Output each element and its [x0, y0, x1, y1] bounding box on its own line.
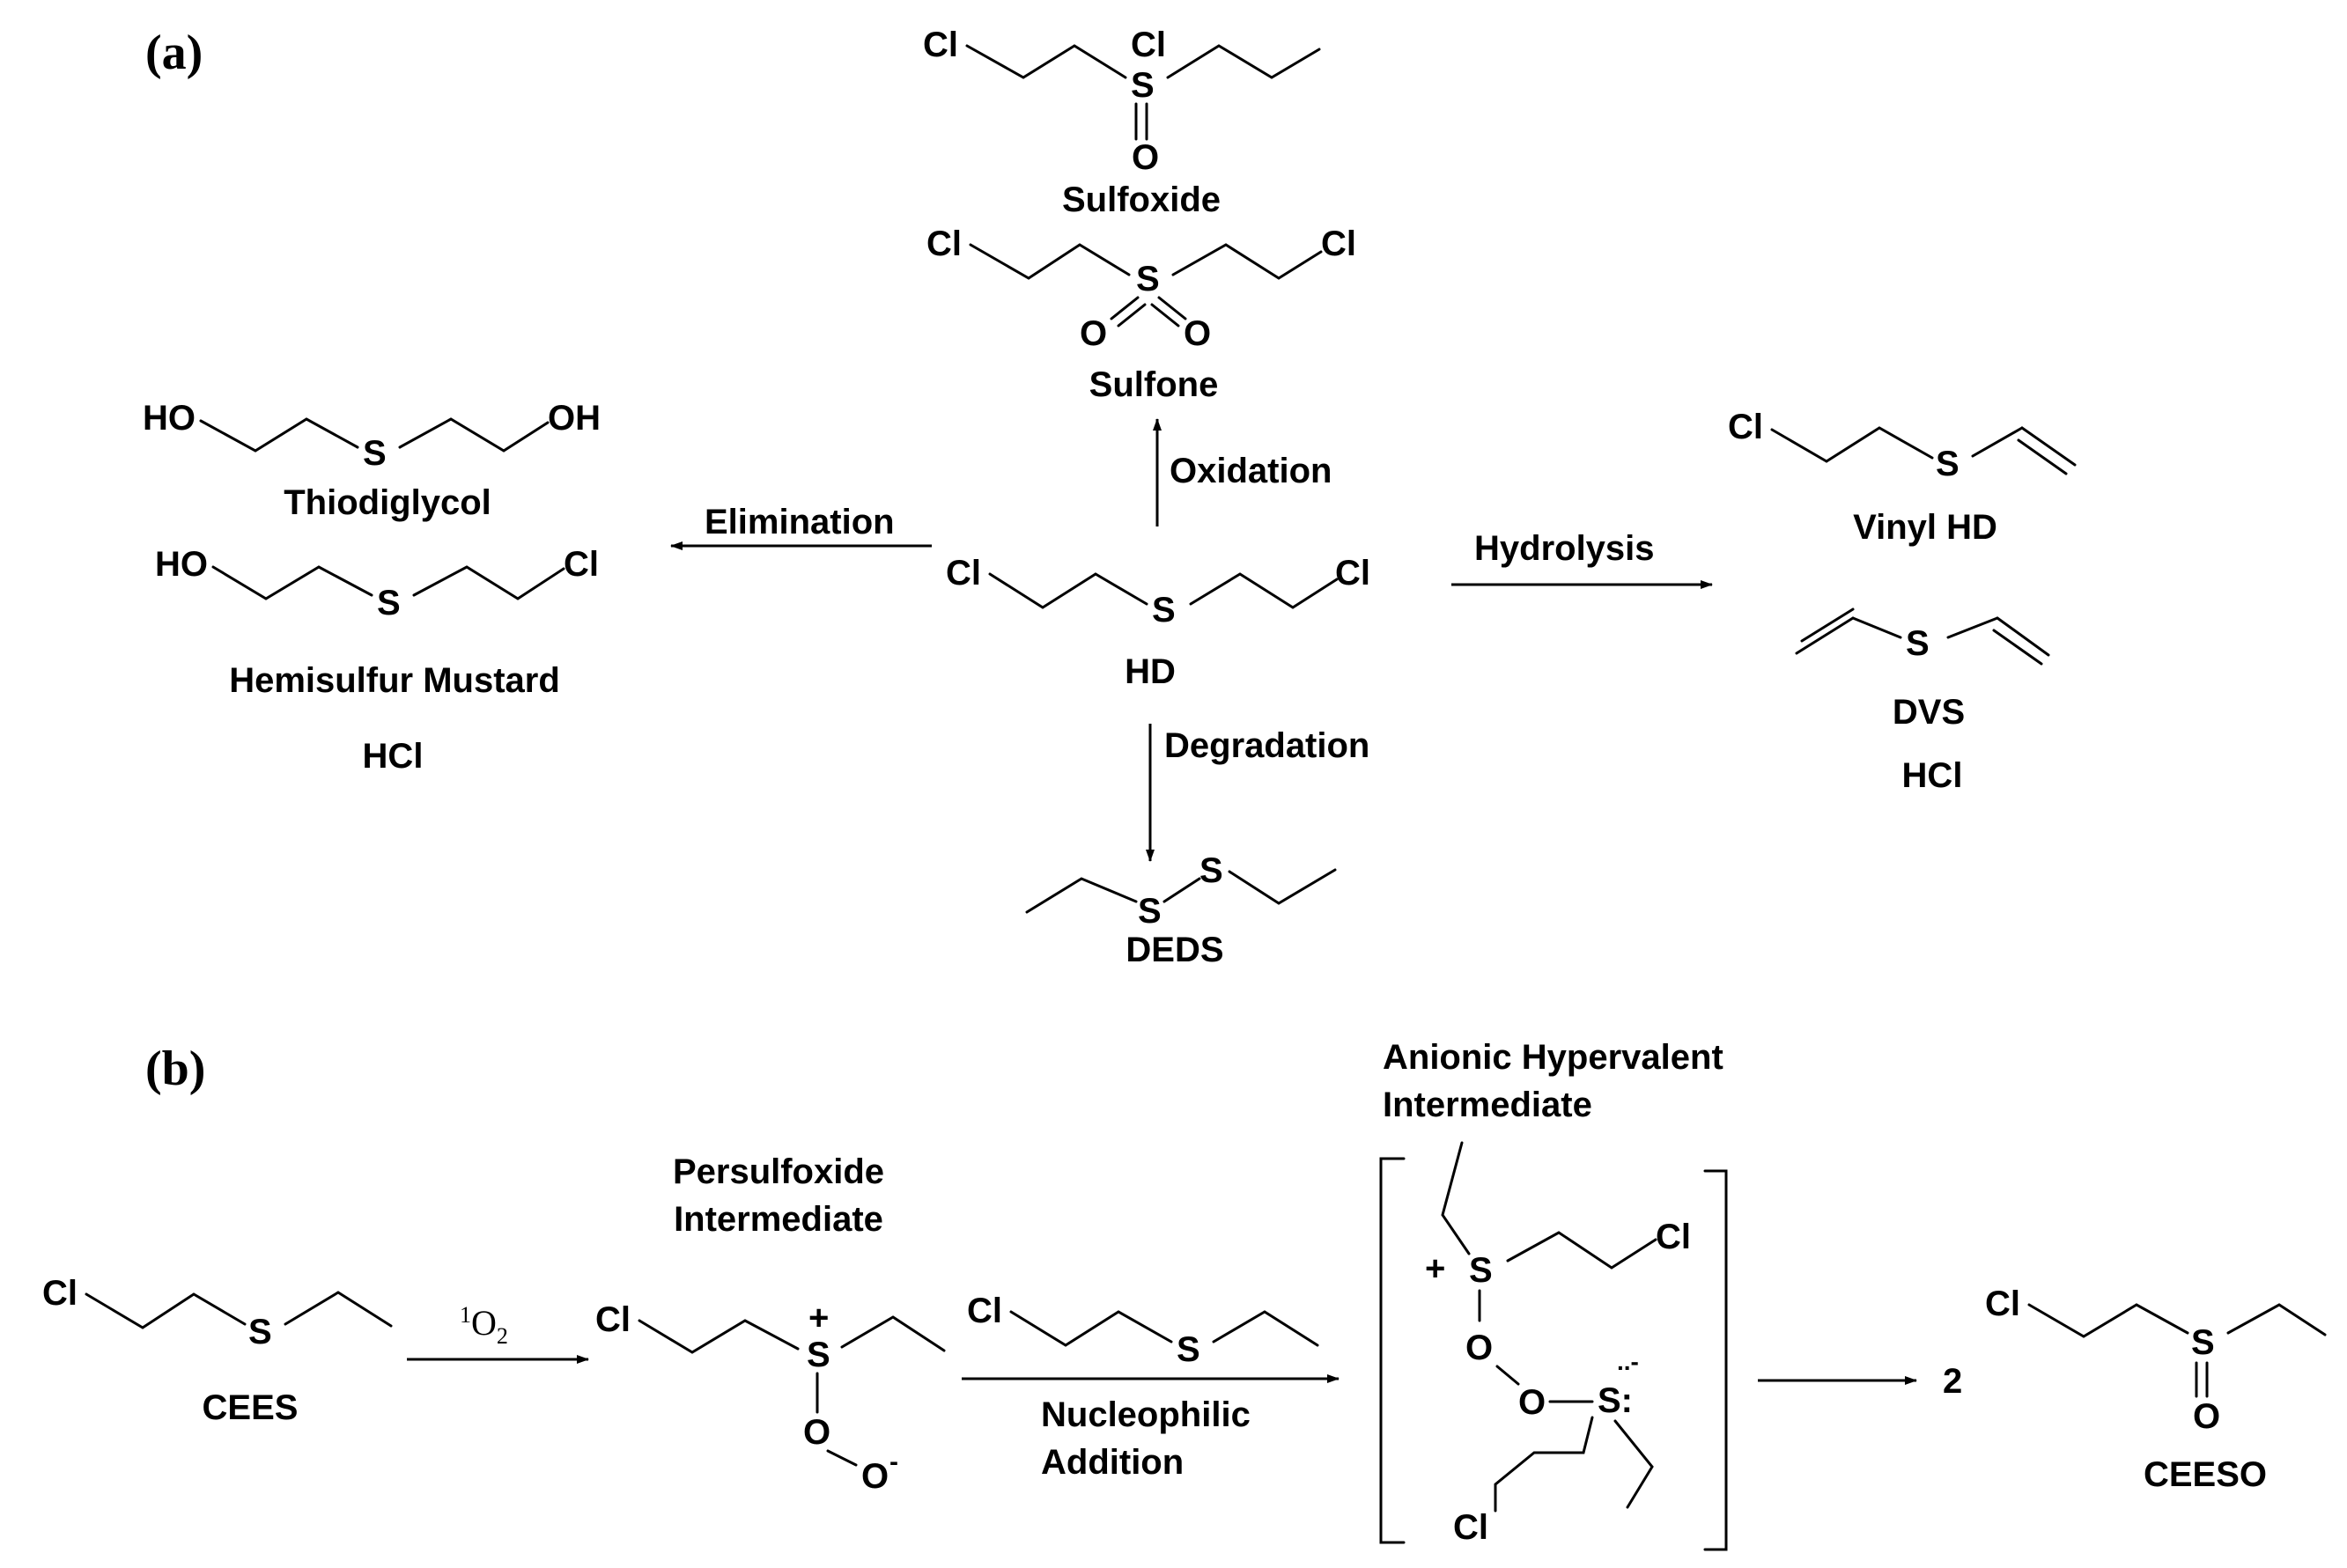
- hcl-right-label: HCl: [1902, 756, 1963, 795]
- panel-label-b: (b): [145, 1042, 205, 1096]
- sulfoxide-label: Sulfoxide: [1062, 180, 1221, 219]
- atom-cl: Cl: [1985, 1285, 2020, 1323]
- atom-cl: Cl: [923, 26, 958, 64]
- nucleophilic-label-line1: Nucleophilic: [1041, 1395, 1251, 1434]
- cees-label: CEES: [203, 1388, 299, 1427]
- atom-cl: Cl: [1656, 1218, 1691, 1256]
- atom-s-anion: S:: [1598, 1381, 1633, 1420]
- atom-s: S: [1152, 591, 1176, 629]
- persulfoxide-label-line2: Intermediate: [674, 1200, 883, 1239]
- atom-cl: Cl: [1321, 225, 1356, 263]
- cees-structure: Cl S CEES: [42, 1274, 393, 1427]
- atom-s: S: [1138, 892, 1162, 931]
- atom-o: O: [2193, 1397, 2220, 1436]
- atom-cl: Cl: [926, 225, 962, 263]
- anionic-label-line1: Anionic Hypervalent: [1383, 1038, 1723, 1077]
- right-bracket: [1703, 1169, 1728, 1551]
- persulfoxide-structure: Persulfoxide Intermediate Cl S + O O -: [595, 1152, 946, 1496]
- atom-o: O: [1465, 1329, 1493, 1367]
- atom-cl: Cl: [595, 1300, 631, 1339]
- minus-charge: -: [889, 1447, 898, 1476]
- atom-s: S: [1131, 66, 1155, 105]
- sulfone-label: Sulfone: [1089, 365, 1219, 404]
- atom-s: S: [2191, 1323, 2215, 1362]
- persulfoxide-label-line1: Persulfoxide: [673, 1152, 884, 1191]
- atom-o: O: [1132, 138, 1159, 177]
- atom-s: S: [1469, 1251, 1493, 1290]
- hd-label: HD: [1125, 652, 1176, 691]
- atom-o: O: [1518, 1383, 1546, 1422]
- atom-cl: Cl: [1335, 554, 1370, 593]
- cees-reagent-structure: Cl S: [967, 1292, 1319, 1369]
- atom-cl: Cl: [967, 1292, 1002, 1330]
- anionic-hypervalent-structure: Anionic Hypervalent Intermediate S + Cl …: [1379, 1038, 1728, 1551]
- atom-cl: Cl: [946, 554, 981, 593]
- atom-cl: Cl: [1131, 26, 1166, 64]
- panel-label-a: (a): [145, 26, 203, 80]
- oxidation-label: Oxidation: [1170, 452, 1332, 490]
- hydrolysis-label: Hydrolysis: [1474, 529, 1655, 568]
- atom-o: O: [861, 1457, 889, 1496]
- hemisulfur-mustard-label: Hemisulfur Mustard: [229, 661, 560, 700]
- left-bracket: [1379, 1157, 1406, 1544]
- atom-oh: OH: [548, 399, 601, 438]
- atom-s: S: [377, 584, 401, 622]
- atom-s: S: [248, 1313, 272, 1351]
- vinyl-hd-label: Vinyl HD: [1853, 508, 1997, 547]
- atom-s: S: [807, 1336, 830, 1374]
- deds-structure: S S DEDS: [1025, 851, 1337, 969]
- dvs-label: DVS: [1893, 693, 1965, 732]
- atom-s: S: [1906, 624, 1930, 663]
- atom-cl: Cl: [564, 545, 599, 584]
- hd-structure: Cl Cl S HD: [946, 554, 1370, 691]
- sulfone-structure: Cl Cl S O O Sulfone: [926, 225, 1356, 404]
- thiodiglycol-label: Thiodiglycol: [284, 483, 491, 522]
- thiodiglycol-structure: HO OH S Thiodiglycol: [143, 399, 601, 522]
- atom-cl: Cl: [1728, 408, 1763, 446]
- atom-s: S: [1136, 260, 1160, 298]
- hcl-left-label: HCl: [363, 737, 424, 776]
- singlet-oxygen-label: 1O2: [460, 1302, 508, 1349]
- anionic-label-line2: Intermediate: [1383, 1086, 1592, 1124]
- atom-o: O: [803, 1413, 830, 1452]
- degradation-label: Degradation: [1164, 726, 1369, 765]
- atom-s: S: [363, 434, 387, 473]
- lone-pair-charge: ..-: [1617, 1348, 1639, 1375]
- atom-o: O: [1080, 314, 1107, 353]
- dvs-structure: S DVS HCl: [1795, 607, 2050, 795]
- ceeso-structure: Cl S O CEESO: [1985, 1285, 2327, 1494]
- coefficient-2: 2: [1943, 1362, 1962, 1401]
- nucleophilic-label-line2: Addition: [1041, 1443, 1184, 1482]
- atom-s: S: [1936, 445, 1960, 483]
- atom-o: O: [1184, 314, 1211, 353]
- plus-charge: +: [808, 1299, 829, 1337]
- atom-s: S: [1177, 1330, 1200, 1369]
- atom-ho: HO: [143, 399, 196, 438]
- sulfoxide-structure: Cl Cl S O Sulfoxide: [923, 26, 1321, 219]
- hemisulfur-mustard-structure: HO Cl S Hemisulfur Mustard HCl: [155, 545, 599, 776]
- atom-cl: Cl: [42, 1274, 77, 1313]
- deds-label: DEDS: [1126, 931, 1223, 969]
- atom-ho: HO: [155, 545, 208, 584]
- elimination-label: Elimination: [705, 503, 895, 541]
- atom-cl: Cl: [1453, 1508, 1488, 1547]
- ceeso-label: CEESO: [2144, 1455, 2267, 1494]
- plus-charge: +: [1425, 1249, 1445, 1288]
- atom-s: S: [1199, 851, 1223, 890]
- vinyl-hd-structure: Cl S Vinyl HD: [1728, 408, 2077, 547]
